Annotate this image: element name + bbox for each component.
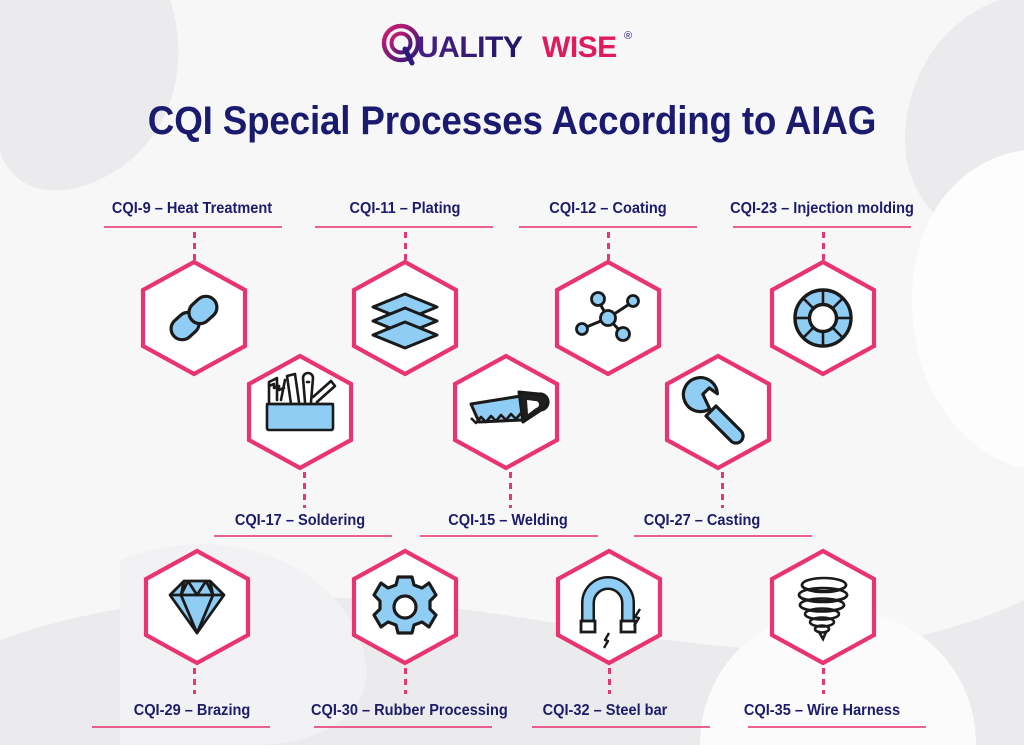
rule-cqi-29 <box>92 726 270 728</box>
hex-cqi-35[interactable] <box>766 547 880 667</box>
rule-cqi-17 <box>214 535 392 537</box>
connector-cqi-27 <box>721 472 724 508</box>
hex-cqi-30[interactable] <box>348 547 462 667</box>
label-cqi-30: CQI-30 – Rubber Processing <box>311 702 508 719</box>
label-cqi-17: CQI-17 – Soldering <box>234 512 366 529</box>
rule-cqi-27 <box>634 535 812 537</box>
connector-cqi-17 <box>303 472 306 508</box>
hex-cqi-12[interactable] <box>551 258 665 378</box>
label-cqi-29: CQI-29 – Brazing <box>133 702 251 719</box>
label-cqi-27: CQI-27 – Casting <box>643 512 761 529</box>
qualitywise-logo-mark: UALITY WISE ® <box>381 23 632 66</box>
hexagon-outline <box>769 548 877 666</box>
hex-cqi-32[interactable] <box>552 547 666 667</box>
rule-cqi-30 <box>314 726 492 728</box>
connector-cqi-9 <box>193 232 196 260</box>
layers-icon <box>371 292 439 350</box>
rule-cqi-15 <box>420 535 598 537</box>
rule-cqi-35 <box>748 726 926 728</box>
logo-text-wise: WISE <box>542 31 617 64</box>
magnifier-q-icon <box>381 23 421 66</box>
hex-cqi-11[interactable] <box>348 258 462 378</box>
rule-cqi-11 <box>315 226 493 228</box>
hex-cqi-15[interactable] <box>449 352 563 472</box>
segmented-ring-icon <box>793 288 853 348</box>
rule-cqi-23 <box>733 226 911 228</box>
hexagon-outline <box>555 548 663 666</box>
hex-cqi-23[interactable] <box>766 258 880 378</box>
rule-cqi-12 <box>519 226 697 228</box>
label-cqi-9: CQI-9 – Heat Treatment <box>111 200 273 217</box>
logo-text-quality: UALITY <box>417 31 523 64</box>
label-cqi-12: CQI-12 – Coating <box>549 200 667 217</box>
label-cqi-11: CQI-11 – Plating <box>349 200 461 217</box>
label-cqi-15: CQI-15 – Welding <box>448 512 568 529</box>
page-title: CQI Special Processes According to AIAG <box>147 99 877 143</box>
hex-cqi-29[interactable] <box>140 547 254 667</box>
label-cqi-23: CQI-23 – Injection molding <box>730 200 914 217</box>
brand-logo: UALITY WISE ® <box>0 22 1024 70</box>
hex-cqi-17[interactable] <box>243 352 357 472</box>
connector-cqi-30 <box>404 668 407 694</box>
connector-cqi-15 <box>509 472 512 508</box>
rule-cqi-9 <box>104 226 282 228</box>
connector-cqi-32 <box>608 668 611 694</box>
hex-cqi-27[interactable] <box>661 352 775 472</box>
rule-cqi-32 <box>532 726 710 728</box>
registered-trademark-icon: ® <box>624 30 632 42</box>
connector-cqi-11 <box>404 232 407 260</box>
connector-cqi-23 <box>822 232 825 260</box>
connector-cqi-29 <box>193 668 196 694</box>
label-cqi-35: CQI-35 – Wire Harness <box>743 702 901 719</box>
connector-cqi-12 <box>607 232 610 260</box>
label-cqi-32: CQI-32 – Steel bar <box>542 702 668 719</box>
gear-icon <box>372 575 438 635</box>
connector-cqi-35 <box>822 668 825 694</box>
hex-cqi-9[interactable] <box>137 258 251 378</box>
